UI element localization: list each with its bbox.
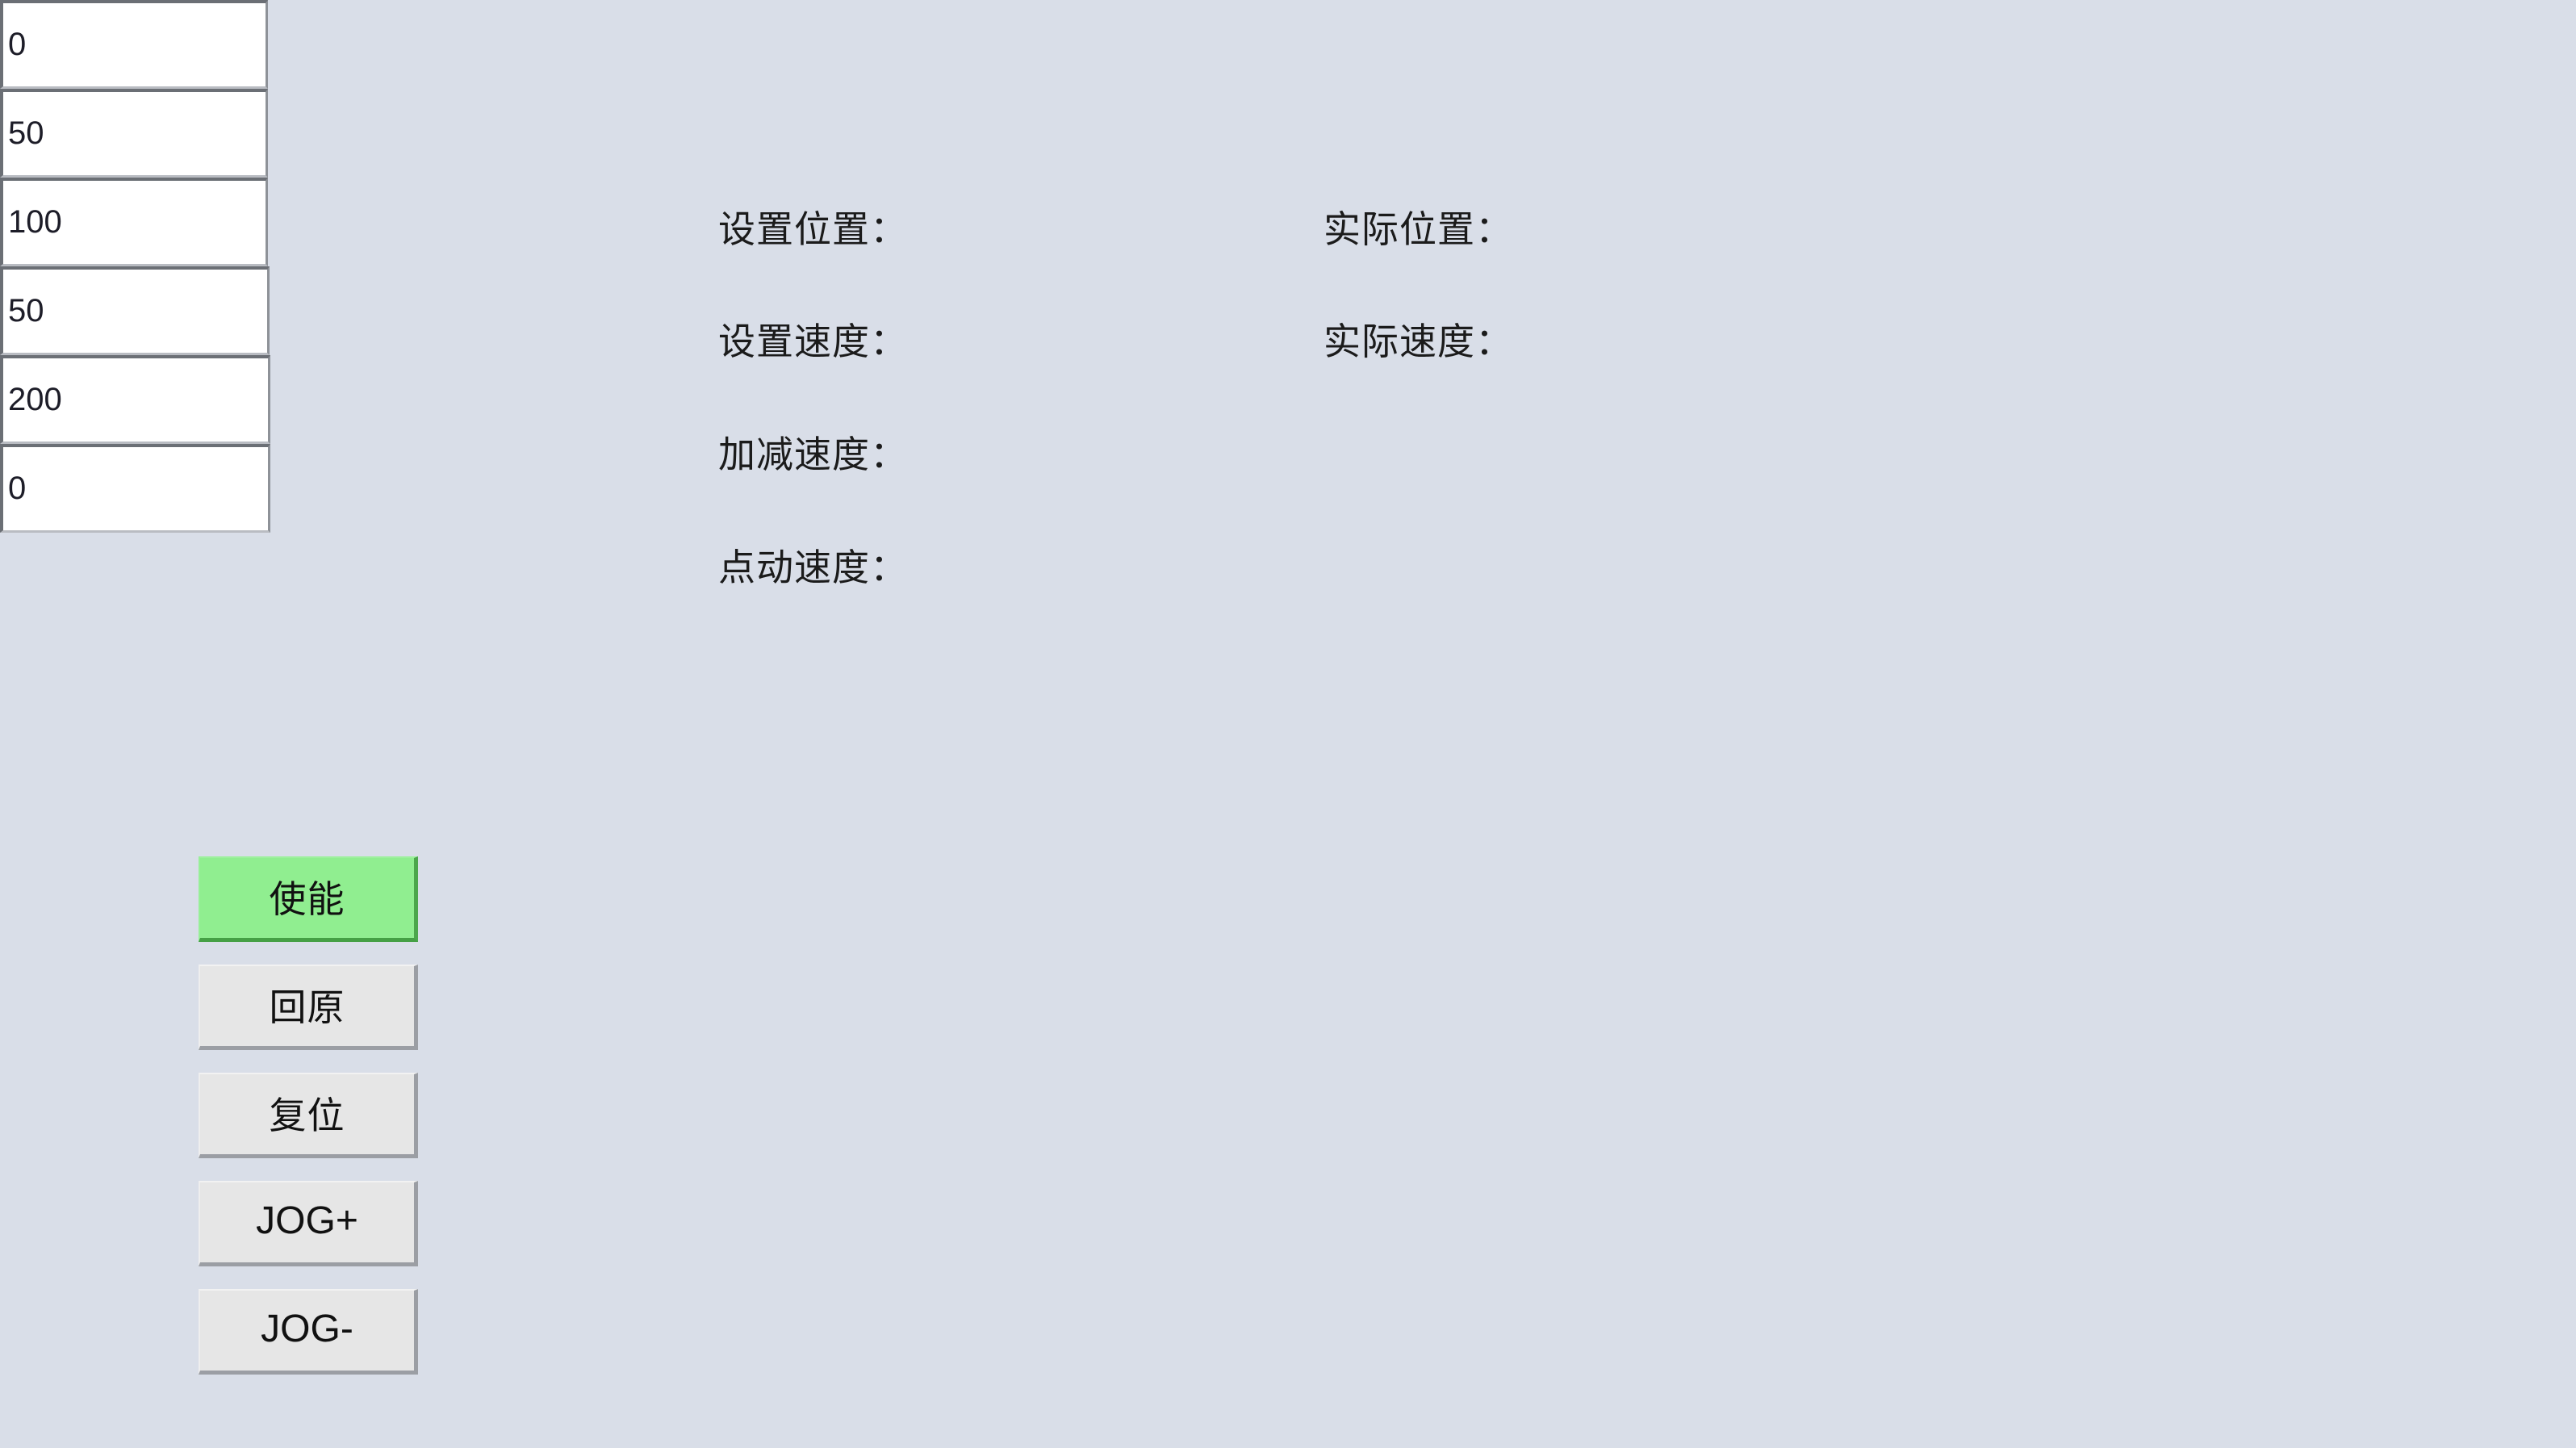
form-row-jog-speed: 点动速度： bbox=[565, 521, 908, 609]
button-reset[interactable]: 复位 bbox=[199, 1073, 418, 1158]
input-set-speed-value: 50 bbox=[8, 115, 44, 151]
label-actual-position: 实际位置： bbox=[1324, 207, 1513, 251]
button-enable[interactable]: 使能 bbox=[199, 856, 418, 942]
form-row-accel-decel: 加减速度： bbox=[565, 408, 908, 496]
input-set-position-value: 0 bbox=[8, 26, 27, 62]
input-actual-position-value: 200 bbox=[8, 381, 62, 417]
label-jog-speed: 点动速度： bbox=[718, 546, 908, 589]
input-set-speed[interactable]: 50 bbox=[0, 89, 268, 178]
form-row-set-speed: 设置速度： bbox=[565, 295, 908, 383]
form-row-actual-position: 实际位置： bbox=[1170, 182, 1513, 271]
input-set-position[interactable]: 0 bbox=[0, 0, 268, 89]
label-set-position: 设置位置： bbox=[718, 207, 908, 251]
label-actual-speed: 实际速度： bbox=[1324, 320, 1513, 363]
button-enable-label: 使能 bbox=[269, 877, 345, 921]
input-jog-speed-value: 50 bbox=[8, 292, 44, 329]
button-jog-minus-label: JOG- bbox=[261, 1308, 353, 1350]
label-set-speed: 设置速度： bbox=[718, 320, 908, 363]
input-accel-decel-value: 100 bbox=[8, 203, 62, 240]
input-actual-position[interactable]: 200 bbox=[0, 355, 270, 444]
label-accel-decel: 加减速度： bbox=[718, 433, 908, 476]
button-jog-plus[interactable]: JOG+ bbox=[199, 1181, 418, 1266]
button-home[interactable]: 回原 bbox=[199, 965, 418, 1050]
button-jog-minus[interactable]: JOG- bbox=[199, 1289, 418, 1375]
form-row-set-position: 设置位置： bbox=[565, 182, 908, 271]
form-row-actual-speed: 实际速度： bbox=[1170, 295, 1513, 383]
button-reset-label: 复位 bbox=[269, 1093, 345, 1137]
button-jog-plus-label: JOG+ bbox=[256, 1199, 358, 1242]
input-jog-speed[interactable]: 50 bbox=[0, 266, 270, 355]
input-actual-speed-value: 0 bbox=[8, 470, 27, 506]
button-home-label: 回原 bbox=[269, 985, 345, 1029]
input-accel-decel[interactable]: 100 bbox=[0, 178, 268, 266]
input-actual-speed[interactable]: 0 bbox=[0, 444, 270, 533]
